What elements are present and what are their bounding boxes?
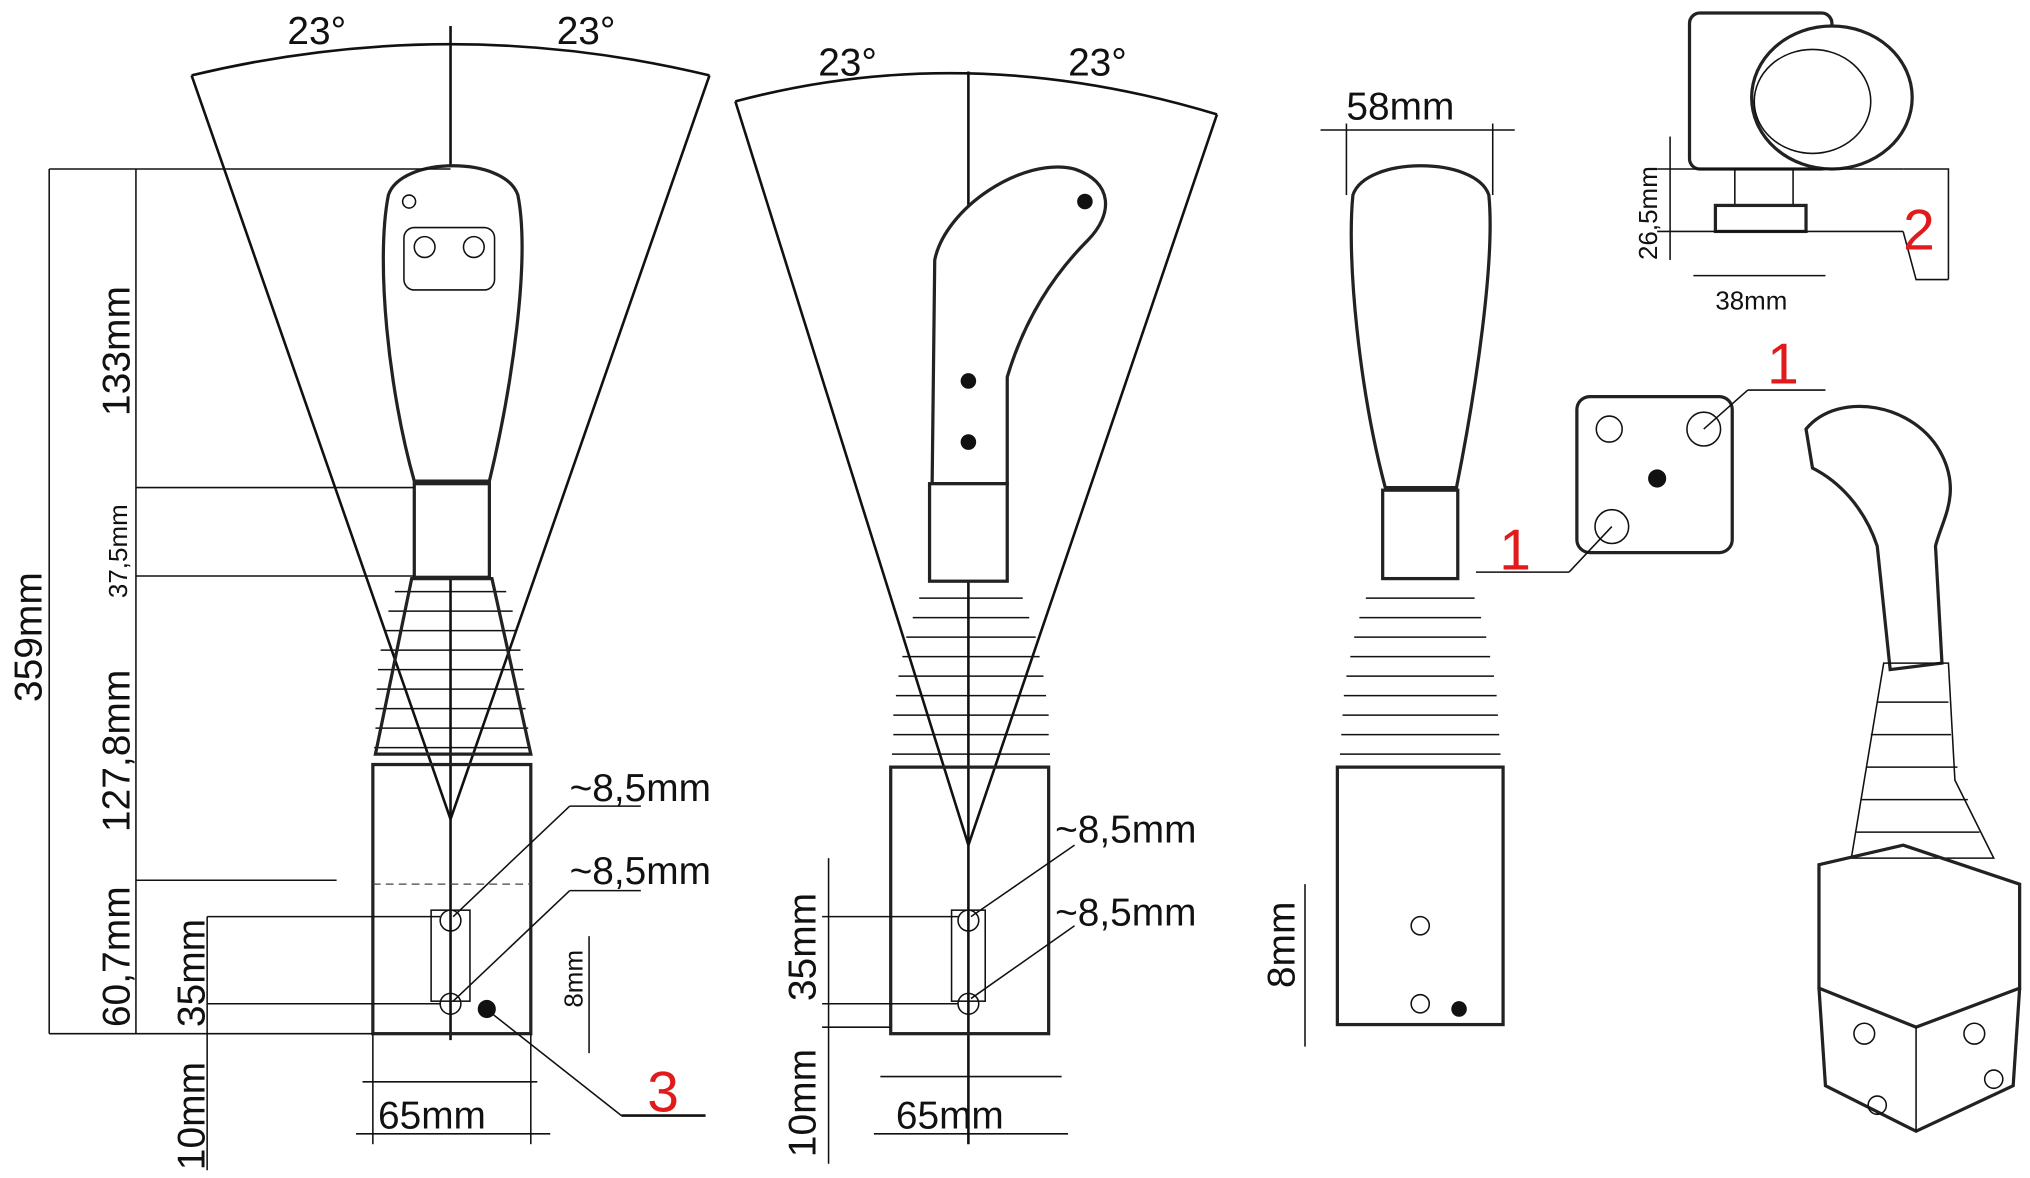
angle-label: 23° — [557, 10, 616, 53]
rear-view: 58mm 8mm — [1261, 86, 1515, 1047]
hole-dia-label: ~8,5mm — [1055, 808, 1196, 851]
bellows-height-label: 127,8mm — [96, 670, 139, 833]
width-label: 58mm — [1346, 86, 1454, 129]
bottom-height-label: 10mm — [171, 1062, 214, 1170]
total-height-label: 359mm — [8, 572, 51, 702]
isometric-view — [1804, 404, 2022, 1133]
hole-offset-label: 8mm — [561, 950, 589, 1008]
hole-offset-label: 8mm — [1261, 902, 1304, 989]
callout-2: 2 — [1903, 199, 1935, 263]
callout-3: 3 — [647, 1061, 679, 1125]
callout-1: 1 — [1499, 518, 1531, 582]
width-label: 65mm — [896, 1095, 1004, 1138]
angle-label: 23° — [1068, 41, 1127, 84]
sleeve-height-label: 37,5mm — [105, 504, 133, 598]
angle-label: 23° — [287, 10, 346, 53]
callout-1: 1 — [1767, 332, 1799, 396]
handle-height-label: 133mm — [96, 286, 139, 416]
hole-dia-label: ~8,5mm — [570, 850, 711, 893]
hole-spacing-label: 35mm — [782, 893, 825, 1001]
mount-detail: 1 1 — [1475, 332, 1826, 583]
height-label: 26,5mm — [1635, 166, 1663, 260]
width-label: 65mm — [378, 1095, 486, 1138]
top-detail: 26,5mm 38mm 2 — [1635, 11, 1950, 315]
side-view: 23° 23° ~8,5mm ~8,5mm 35mm 10mm 65mm — [734, 41, 1219, 1164]
bottom-height-label: 10mm — [782, 1049, 825, 1157]
hole-dia-label: ~8,5mm — [1055, 892, 1196, 935]
hole-dia-label: ~8,5mm — [570, 767, 711, 810]
width-label: 38mm — [1715, 287, 1787, 315]
hole-spacing-label: 35mm — [171, 919, 214, 1027]
angle-label: 23° — [818, 41, 877, 84]
base-height-label: 60,7mm — [96, 886, 139, 1027]
front-view: 23° 23° 359mm 133mm 37,5mm 127,8mm 60,7m… — [8, 10, 711, 1170]
